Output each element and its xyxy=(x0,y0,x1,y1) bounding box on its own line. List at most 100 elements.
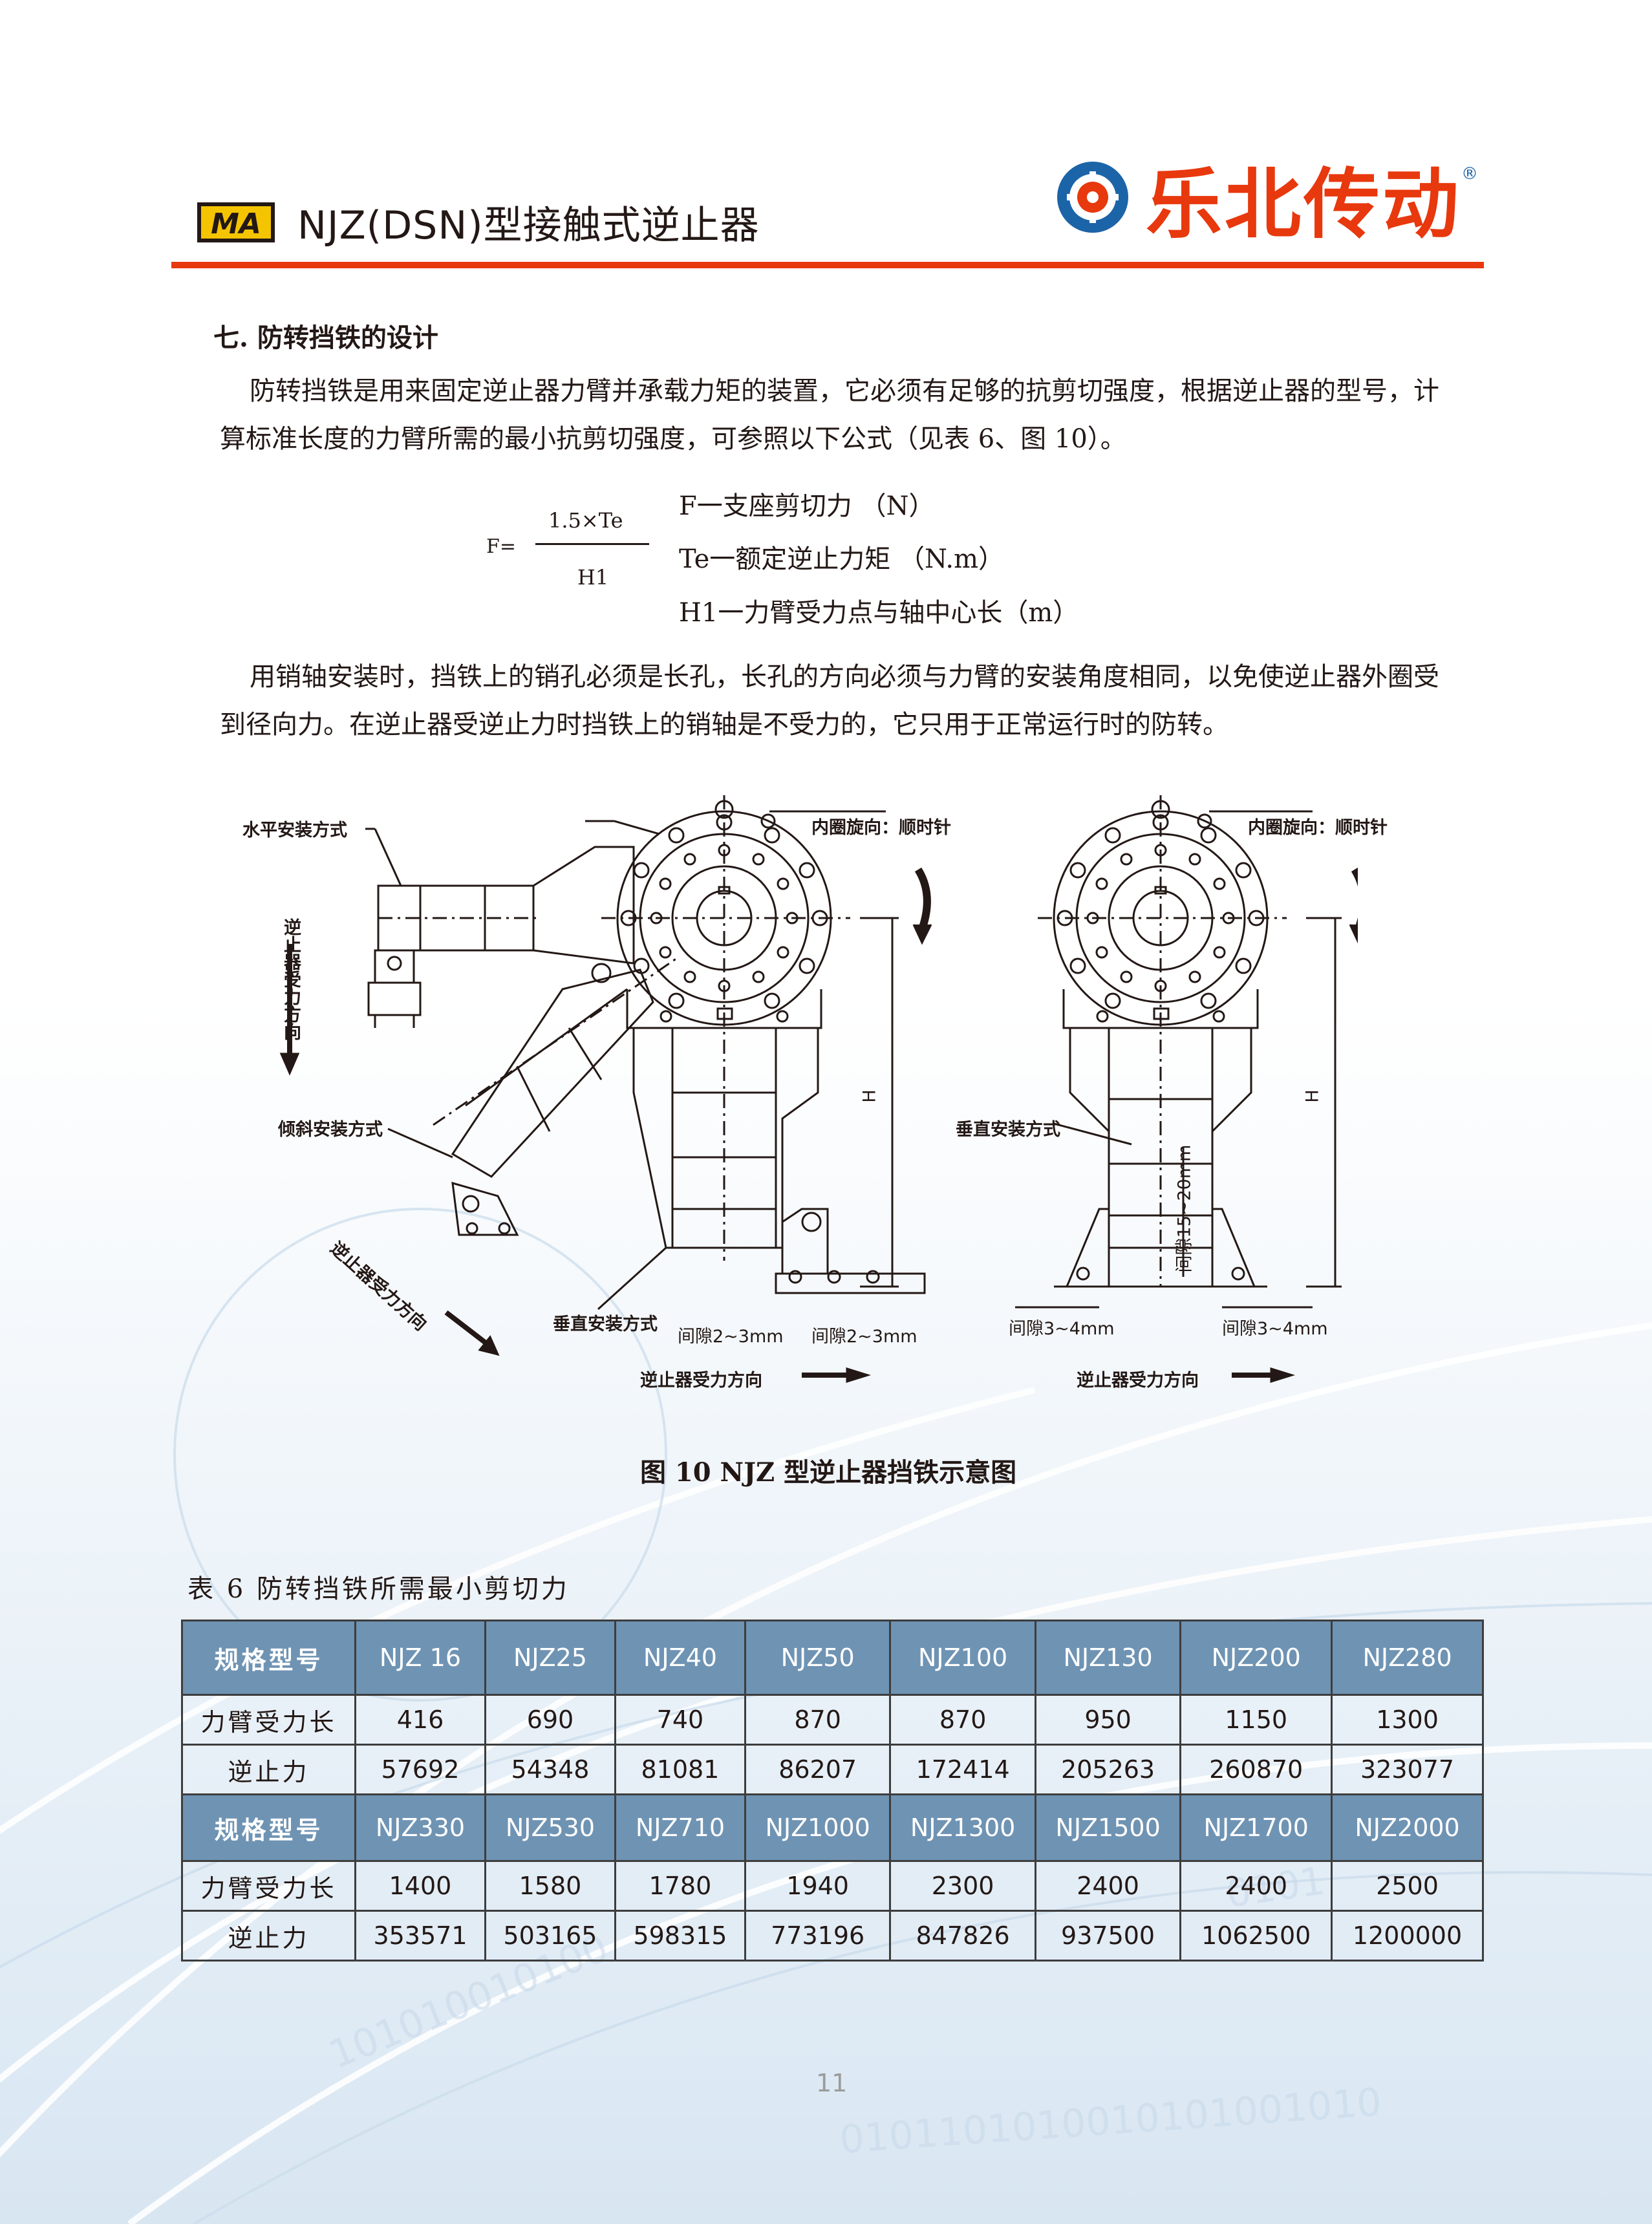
dim-gap-right-b: 间隙3~4mm xyxy=(1222,1319,1328,1339)
header-label: 规格型号 xyxy=(181,1620,356,1696)
table-cell: 81081 xyxy=(614,1744,746,1795)
section-title: 七. 防转挡铁的设计 xyxy=(213,323,438,353)
table-title: 表 6 防转挡铁所需最小剪切力 xyxy=(188,1574,570,1604)
table-cell: 2400 xyxy=(1179,1860,1333,1912)
model-cell: NJZ2000 xyxy=(1331,1793,1484,1862)
table-cell: 1062500 xyxy=(1179,1910,1333,1962)
table-cell: 1780 xyxy=(614,1860,746,1912)
model-cell: NJZ130 xyxy=(1034,1620,1182,1696)
table-cell: 937500 xyxy=(1034,1910,1182,1962)
formula-fraction-bar xyxy=(535,543,649,545)
table-cell: 1150 xyxy=(1179,1694,1333,1746)
label-vertical-mount-left: 垂直安装方式 xyxy=(553,1314,658,1334)
table-cell: 503165 xyxy=(484,1910,616,1962)
table-cell: 1200000 xyxy=(1331,1910,1484,1962)
model-cell: NJZ710 xyxy=(614,1793,746,1862)
model-cell: NJZ280 xyxy=(1331,1620,1484,1696)
dim-gap-left-b: 间隙2~3mm xyxy=(811,1327,917,1347)
table-cell: 1580 xyxy=(484,1860,616,1912)
model-cell: NJZ200 xyxy=(1179,1620,1333,1696)
formula-numerator: 1.5×Te xyxy=(548,508,623,533)
header-label: 规格型号 xyxy=(181,1793,356,1862)
model-cell: NJZ530 xyxy=(484,1793,616,1862)
table-row-backstop-force: 逆止力 57692 54348 81081 86207 172414 20526… xyxy=(181,1744,1484,1795)
model-cell: NJZ1300 xyxy=(889,1793,1036,1862)
table-cell: 773196 xyxy=(744,1910,892,1962)
model-cell: NJZ50 xyxy=(744,1620,892,1696)
inner-bolt-ring xyxy=(650,844,799,992)
table-cell: 950 xyxy=(1034,1694,1182,1746)
model-cell: NJZ40 xyxy=(614,1620,746,1696)
table-header-row: 规格型号 NJZ330 NJZ530 NJZ710 NJZ1000 NJZ130… xyxy=(181,1793,1484,1862)
dim-gap-left-a: 间隙2~3mm xyxy=(678,1327,784,1347)
table-cell: 86207 xyxy=(744,1744,892,1795)
formula-definition-te: Te一额定逆止力矩 （N.m） xyxy=(679,544,1005,574)
table-cell: 740 xyxy=(614,1694,746,1746)
table-cell: 172414 xyxy=(889,1744,1036,1795)
dim-gap-right-a: 间隙3~4mm xyxy=(1009,1319,1115,1339)
label-inclined-mount: 倾斜安装方式 xyxy=(278,1120,383,1140)
table-cell: 54348 xyxy=(484,1744,616,1795)
table-cell: 323077 xyxy=(1331,1744,1484,1795)
brand-logo: 乐北传动 ® xyxy=(1054,155,1479,249)
shear-force-table: 规格型号 NJZ 16 NJZ25 NJZ40 NJZ50 NJZ100 NJZ… xyxy=(181,1620,1484,1962)
table-row-arm-length: 力臂受力长 1400 1580 1780 1940 2300 2400 2400… xyxy=(181,1860,1484,1912)
model-cell: NJZ330 xyxy=(354,1793,486,1862)
label-rotation-left: 内圈旋向：顺时针 xyxy=(811,818,951,838)
formula-definition-h1: H1一力臂受力点与轴中心长（m） xyxy=(679,598,1079,628)
technical-drawing xyxy=(279,795,1369,1384)
label-vertical-mount-right: 垂直安装方式 xyxy=(956,1120,1060,1140)
document-title: NJZ(DSN)型接触式逆止器 xyxy=(297,203,760,248)
table-cell: 1400 xyxy=(354,1860,486,1912)
registered-mark: ® xyxy=(1461,164,1479,184)
table-cell: 847826 xyxy=(889,1910,1036,1962)
row-label: 逆止力 xyxy=(181,1910,356,1962)
table-cell: 1300 xyxy=(1331,1694,1484,1746)
paragraph-intro: 防转挡铁是用来固定逆止器力臂并承载力矩的装置，它必须有足够的抗剪切强度，根据逆止… xyxy=(220,376,1439,454)
table-cell: 870 xyxy=(744,1694,892,1746)
table-cell: 1940 xyxy=(744,1860,892,1912)
gear-logo-icon xyxy=(1057,162,1128,233)
paragraph-pin-mounting: 用销轴安装时，挡铁上的销孔必须是长孔，长孔的方向必须与力臂的安装角度相同，以免使… xyxy=(220,662,1439,740)
label-horizontal-mount: 水平安装方式 xyxy=(242,820,347,840)
table-cell: 353571 xyxy=(354,1910,486,1962)
outer-bolt-ring xyxy=(620,814,828,1009)
table-header-row: 规格型号 NJZ 16 NJZ25 NJZ40 NJZ50 NJZ100 NJZ… xyxy=(181,1620,1484,1696)
label-force-direction-vertical: 逆止器受力方向 xyxy=(281,918,301,1040)
row-label: 逆止力 xyxy=(181,1744,356,1795)
ma-safety-mark-logo: MA xyxy=(197,202,275,242)
dim-h-right: H xyxy=(1302,1089,1323,1103)
left-backstop-assembly xyxy=(279,795,932,1384)
row-label: 力臂受力长 xyxy=(181,1860,356,1912)
table-cell: 598315 xyxy=(614,1910,746,1962)
row-label: 力臂受力长 xyxy=(181,1694,356,1746)
table-cell: 416 xyxy=(354,1694,486,1746)
model-cell: NJZ1700 xyxy=(1179,1793,1333,1862)
model-cell: NJZ1000 xyxy=(744,1793,892,1862)
dim-gap-vertical: 间隙15~20mm xyxy=(1174,1144,1195,1273)
svg-text:MA: MA xyxy=(211,208,261,241)
label-force-direction-bottom-right: 逆止器受力方向 xyxy=(1077,1371,1199,1391)
formula-denominator: H1 xyxy=(577,565,609,590)
table-row-backstop-force: 逆止力 353571 503165 598315 773196 847826 9… xyxy=(181,1910,1484,1962)
model-cell: NJZ 16 xyxy=(354,1620,486,1696)
table-cell: 690 xyxy=(484,1694,616,1746)
brand-name: 乐北传动 xyxy=(1146,159,1462,249)
figure-caption: 图 10 NJZ 型逆止器挡铁示意图 xyxy=(640,1457,1017,1488)
table-row-arm-length: 力臂受力长 416 690 740 870 870 950 1150 1300 xyxy=(181,1694,1484,1746)
table-cell: 2400 xyxy=(1034,1860,1182,1912)
table-cell: 2300 xyxy=(889,1860,1036,1912)
table-cell: 260870 xyxy=(1179,1744,1333,1795)
model-cell: NJZ1500 xyxy=(1034,1793,1182,1862)
dim-h-left: H xyxy=(859,1089,880,1103)
page-number: 11 xyxy=(816,2069,848,2097)
table-cell: 205263 xyxy=(1034,1744,1182,1795)
table-cell: 2500 xyxy=(1331,1860,1484,1912)
label-force-direction-bottom-left: 逆止器受力方向 xyxy=(640,1371,762,1391)
model-cell: NJZ100 xyxy=(889,1620,1036,1696)
stopper-block-diagram: 水平安装方式 倾斜安装方式 垂直安装方式 垂直安装方式 内圈旋向：顺时针 内圈旋… xyxy=(213,795,1388,1403)
model-cell: NJZ25 xyxy=(484,1620,616,1696)
header-rule xyxy=(171,262,1484,268)
formula-lhs: F= xyxy=(486,535,516,558)
table-cell: 870 xyxy=(889,1694,1036,1746)
